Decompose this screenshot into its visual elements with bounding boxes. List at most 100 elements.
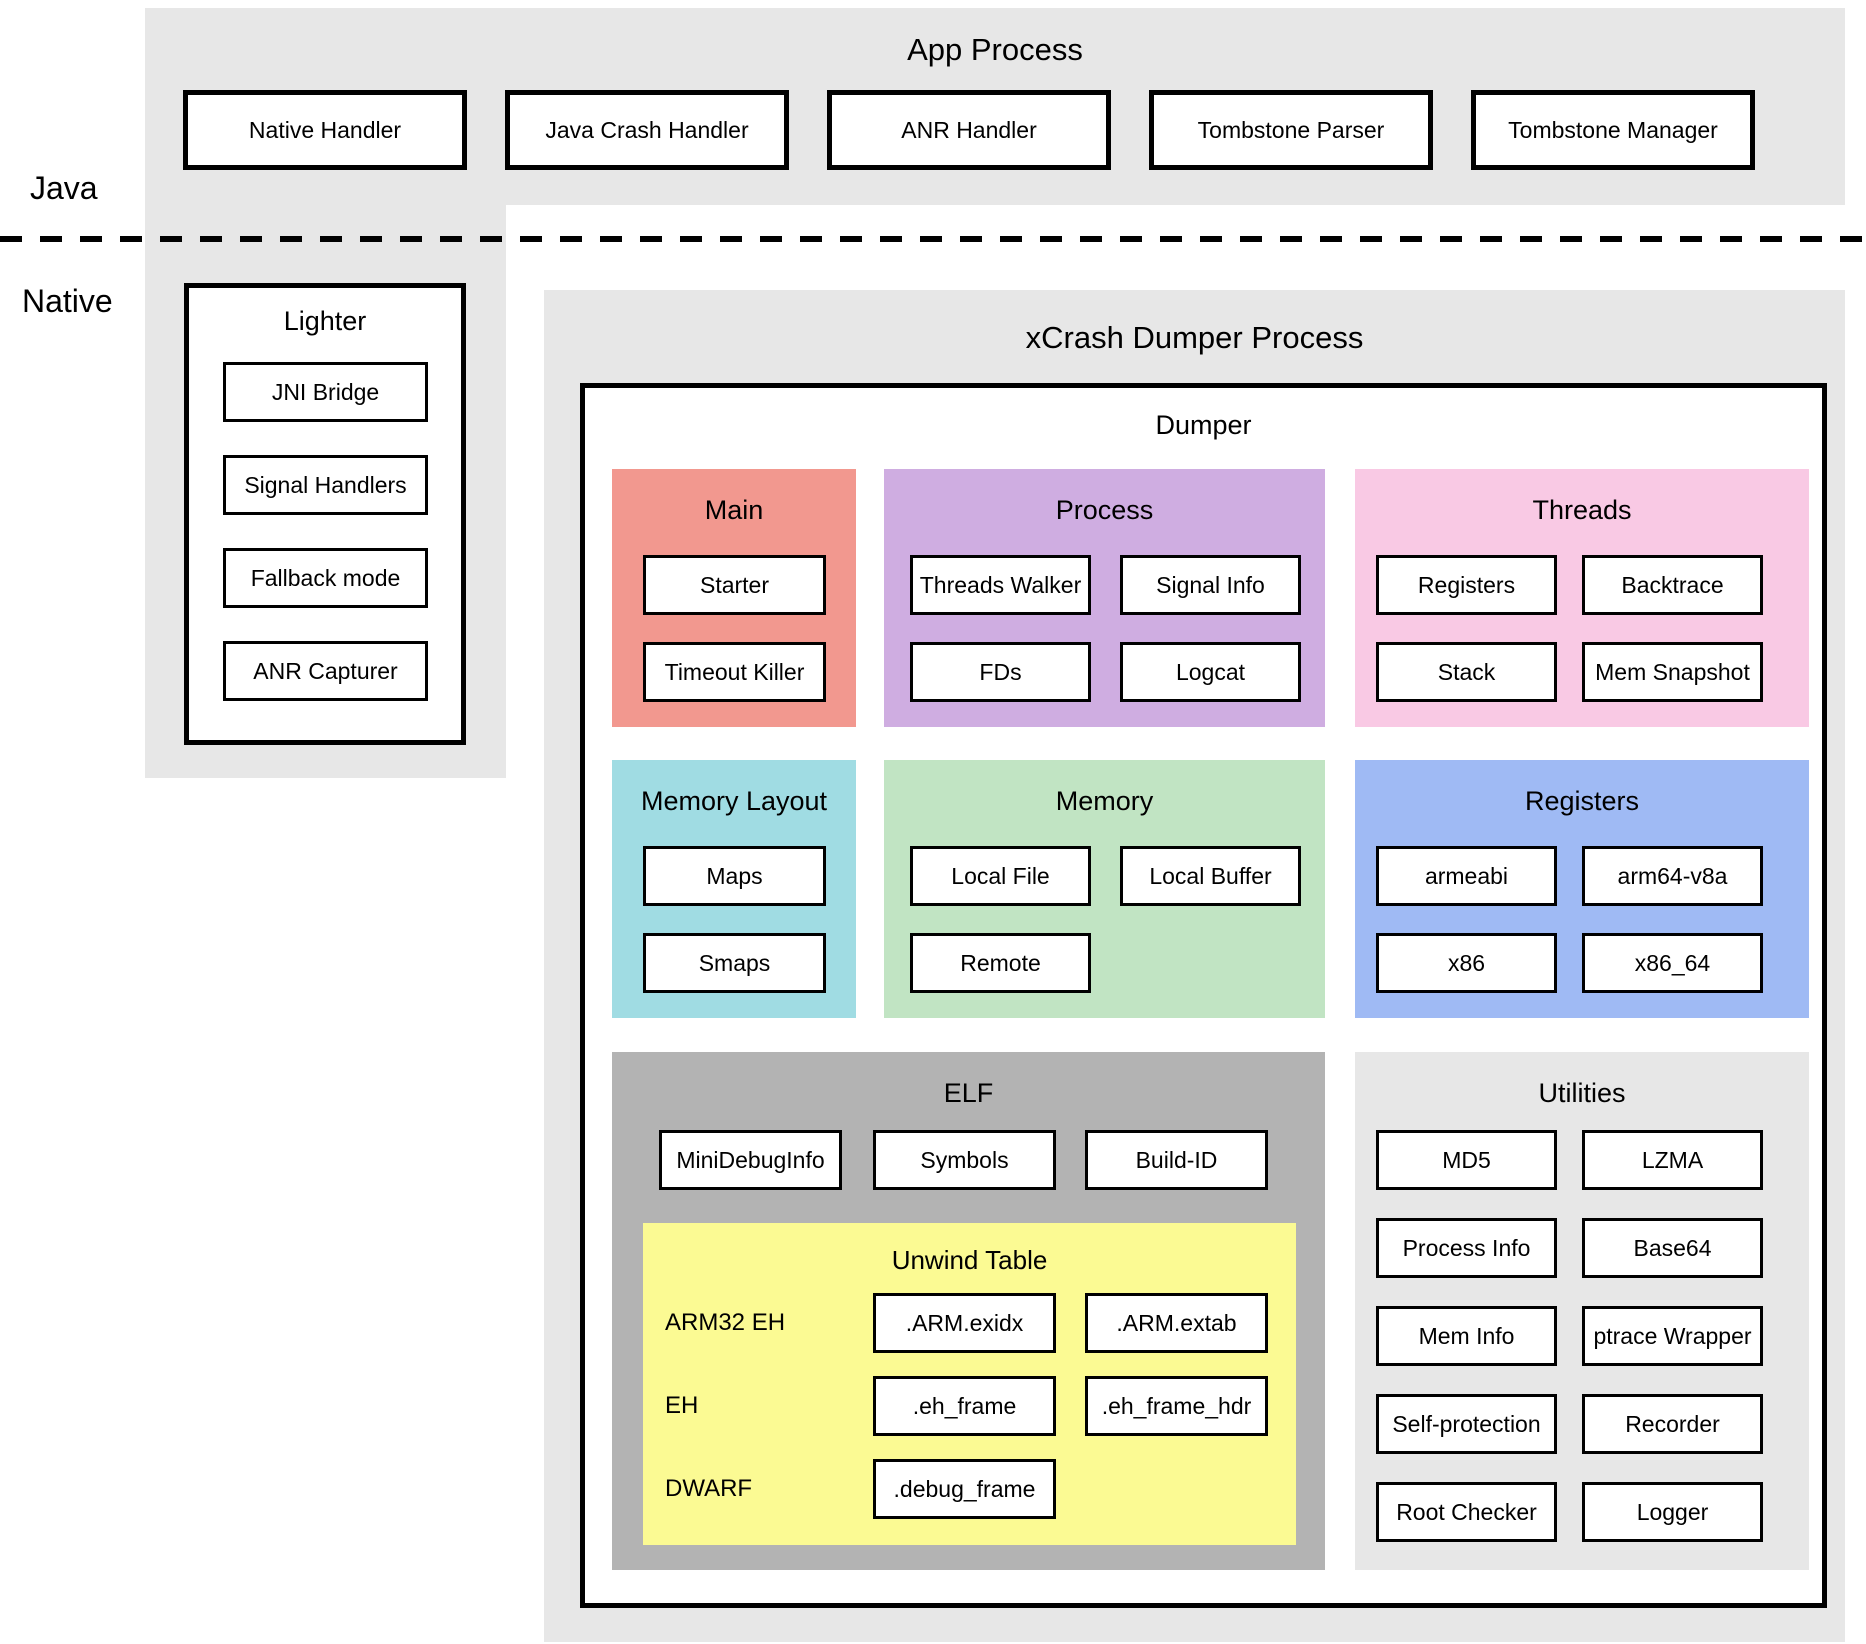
box-local-file: Local File	[910, 846, 1091, 906]
box-label: MD5	[1442, 1146, 1491, 1173]
section-memory-layout: Memory Layout Maps Smaps	[612, 760, 856, 1018]
box-label: FDs	[979, 658, 1022, 685]
box-signal-handlers: Signal Handlers	[223, 455, 428, 515]
box-label: Fallback mode	[250, 564, 401, 591]
box-eh-frame-hdr: .eh_frame_hdr	[1085, 1376, 1268, 1436]
app-process-panel: App Process Native Handler Java Crash Ha…	[145, 8, 1845, 205]
section-memory-title: Memory	[1055, 786, 1154, 816]
box-local-buffer: Local Buffer	[1120, 846, 1301, 906]
box-java-crash-handler: Java Crash Handler	[505, 90, 789, 170]
lighter-box: Lighter JNI Bridge Signal Handlers Fallb…	[184, 283, 466, 745]
box-label: Starter	[699, 571, 770, 598]
box-build-id: Build-ID	[1085, 1130, 1268, 1190]
native-label: Native	[22, 283, 113, 319]
box-label: Java Crash Handler	[545, 116, 749, 143]
box-label: Registers	[1417, 571, 1516, 598]
box-remote: Remote	[910, 933, 1091, 993]
box-label: Backtrace	[1621, 571, 1724, 598]
app-process-title: App Process	[907, 32, 1083, 67]
box-self-protection: Self-protection	[1376, 1394, 1557, 1454]
section-elf: ELF MiniDebugInfo Symbols Build-ID Unwin…	[612, 1052, 1325, 1570]
box-registers: Registers	[1376, 555, 1557, 615]
box-label: Logcat	[1175, 658, 1246, 685]
box-label: .eh_frame_hdr	[1101, 1392, 1252, 1419]
box-native-handler: Native Handler	[183, 90, 467, 170]
lighter-title: Lighter	[283, 306, 367, 336]
box-symbols: Symbols	[873, 1130, 1056, 1190]
unwind-table-title: Unwind Table	[891, 1245, 1048, 1275]
box-x86-64: x86_64	[1582, 933, 1763, 993]
box-label: Maps	[706, 862, 763, 889]
section-process: Process Threads Walker Signal Info FDs L…	[884, 469, 1325, 727]
java-native-divider	[0, 236, 1866, 242]
box-ptrace-wrapper: ptrace Wrapper	[1582, 1306, 1763, 1366]
box-eh-frame: .eh_frame	[873, 1376, 1056, 1436]
box-label: Tombstone Parser	[1197, 116, 1385, 143]
box-label: Threads Walker	[919, 571, 1082, 598]
box-label: .ARM.exidx	[905, 1309, 1024, 1336]
box-label: ptrace Wrapper	[1593, 1322, 1752, 1349]
box-label: Stack	[1437, 658, 1496, 685]
box-minidebuginfo: MiniDebugInfo	[659, 1130, 842, 1190]
box-label: Root Checker	[1396, 1498, 1537, 1525]
box-label: LZMA	[1641, 1146, 1704, 1173]
section-elf-title: ELF	[943, 1078, 994, 1108]
box-label: Process Info	[1402, 1234, 1531, 1261]
box-arm-extab: .ARM.extab	[1085, 1293, 1268, 1353]
box-arm-exidx: .ARM.exidx	[873, 1293, 1056, 1353]
box-label: .eh_frame	[912, 1392, 1017, 1419]
section-memory: Memory Local File Local Buffer Remote	[884, 760, 1325, 1018]
section-main-title: Main	[704, 495, 764, 525]
box-mem-info: Mem Info	[1376, 1306, 1557, 1366]
box-root-checker: Root Checker	[1376, 1482, 1557, 1542]
java-label: Java	[30, 170, 98, 206]
unwind-table: Unwind Table ARM32 EH .ARM.exidx .ARM.ex…	[643, 1223, 1296, 1545]
box-label: .debug_frame	[893, 1475, 1036, 1502]
box-backtrace: Backtrace	[1582, 555, 1763, 615]
box-base64: Base64	[1582, 1218, 1763, 1278]
box-threads-walker: Threads Walker	[910, 555, 1091, 615]
box-label: Smaps	[698, 949, 771, 976]
box-md5: MD5	[1376, 1130, 1557, 1190]
xcrash-dumper-title: xCrash Dumper Process	[1025, 320, 1364, 355]
section-utilities: Utilities MD5 LZMA Process Info Base64 M…	[1355, 1052, 1809, 1570]
box-label: x86	[1447, 949, 1486, 976]
box-label: Mem Info	[1418, 1322, 1515, 1349]
box-label: arm64-v8a	[1617, 862, 1728, 889]
box-maps: Maps	[643, 846, 826, 906]
box-mem-snapshot: Mem Snapshot	[1582, 642, 1763, 702]
section-main: Main Starter Timeout Killer	[612, 469, 856, 727]
box-label: Symbols	[920, 1146, 1009, 1173]
box-tombstone-parser: Tombstone Parser	[1149, 90, 1433, 170]
box-tombstone-manager: Tombstone Manager	[1471, 90, 1755, 170]
box-label: .ARM.extab	[1116, 1309, 1237, 1336]
section-registers-title: Registers	[1524, 786, 1640, 816]
box-label: Local File	[951, 862, 1050, 889]
box-label: Native Handler	[248, 116, 402, 143]
box-label: Tombstone Manager	[1508, 116, 1718, 143]
box-label: MiniDebugInfo	[676, 1146, 825, 1173]
box-anr-capturer: ANR Capturer	[223, 641, 428, 701]
box-armeabi: armeabi	[1376, 846, 1557, 906]
box-starter: Starter	[643, 555, 826, 615]
box-label: Recorder	[1625, 1410, 1720, 1437]
box-x86: x86	[1376, 933, 1557, 993]
dumper-box: Dumper Main Starter Timeout Killer Proce…	[580, 383, 1827, 1608]
box-process-info: Process Info	[1376, 1218, 1557, 1278]
box-lzma: LZMA	[1582, 1130, 1763, 1190]
box-arm64-v8a: arm64-v8a	[1582, 846, 1763, 906]
box-fallback-mode: Fallback mode	[223, 548, 428, 608]
box-stack: Stack	[1376, 642, 1557, 702]
box-label: Local Buffer	[1149, 862, 1272, 889]
box-timeout-killer: Timeout Killer	[643, 642, 826, 702]
box-label: Mem Snapshot	[1595, 658, 1750, 685]
box-fds: FDs	[910, 642, 1091, 702]
box-label: Signal Handlers	[244, 471, 407, 498]
box-label: Build-ID	[1135, 1146, 1218, 1173]
box-jni-bridge: JNI Bridge	[223, 362, 428, 422]
box-label: Base64	[1633, 1234, 1712, 1261]
box-label: Self-protection	[1392, 1410, 1541, 1437]
section-registers: Registers armeabi arm64-v8a x86 x86_64	[1355, 760, 1809, 1018]
box-logger: Logger	[1582, 1482, 1763, 1542]
